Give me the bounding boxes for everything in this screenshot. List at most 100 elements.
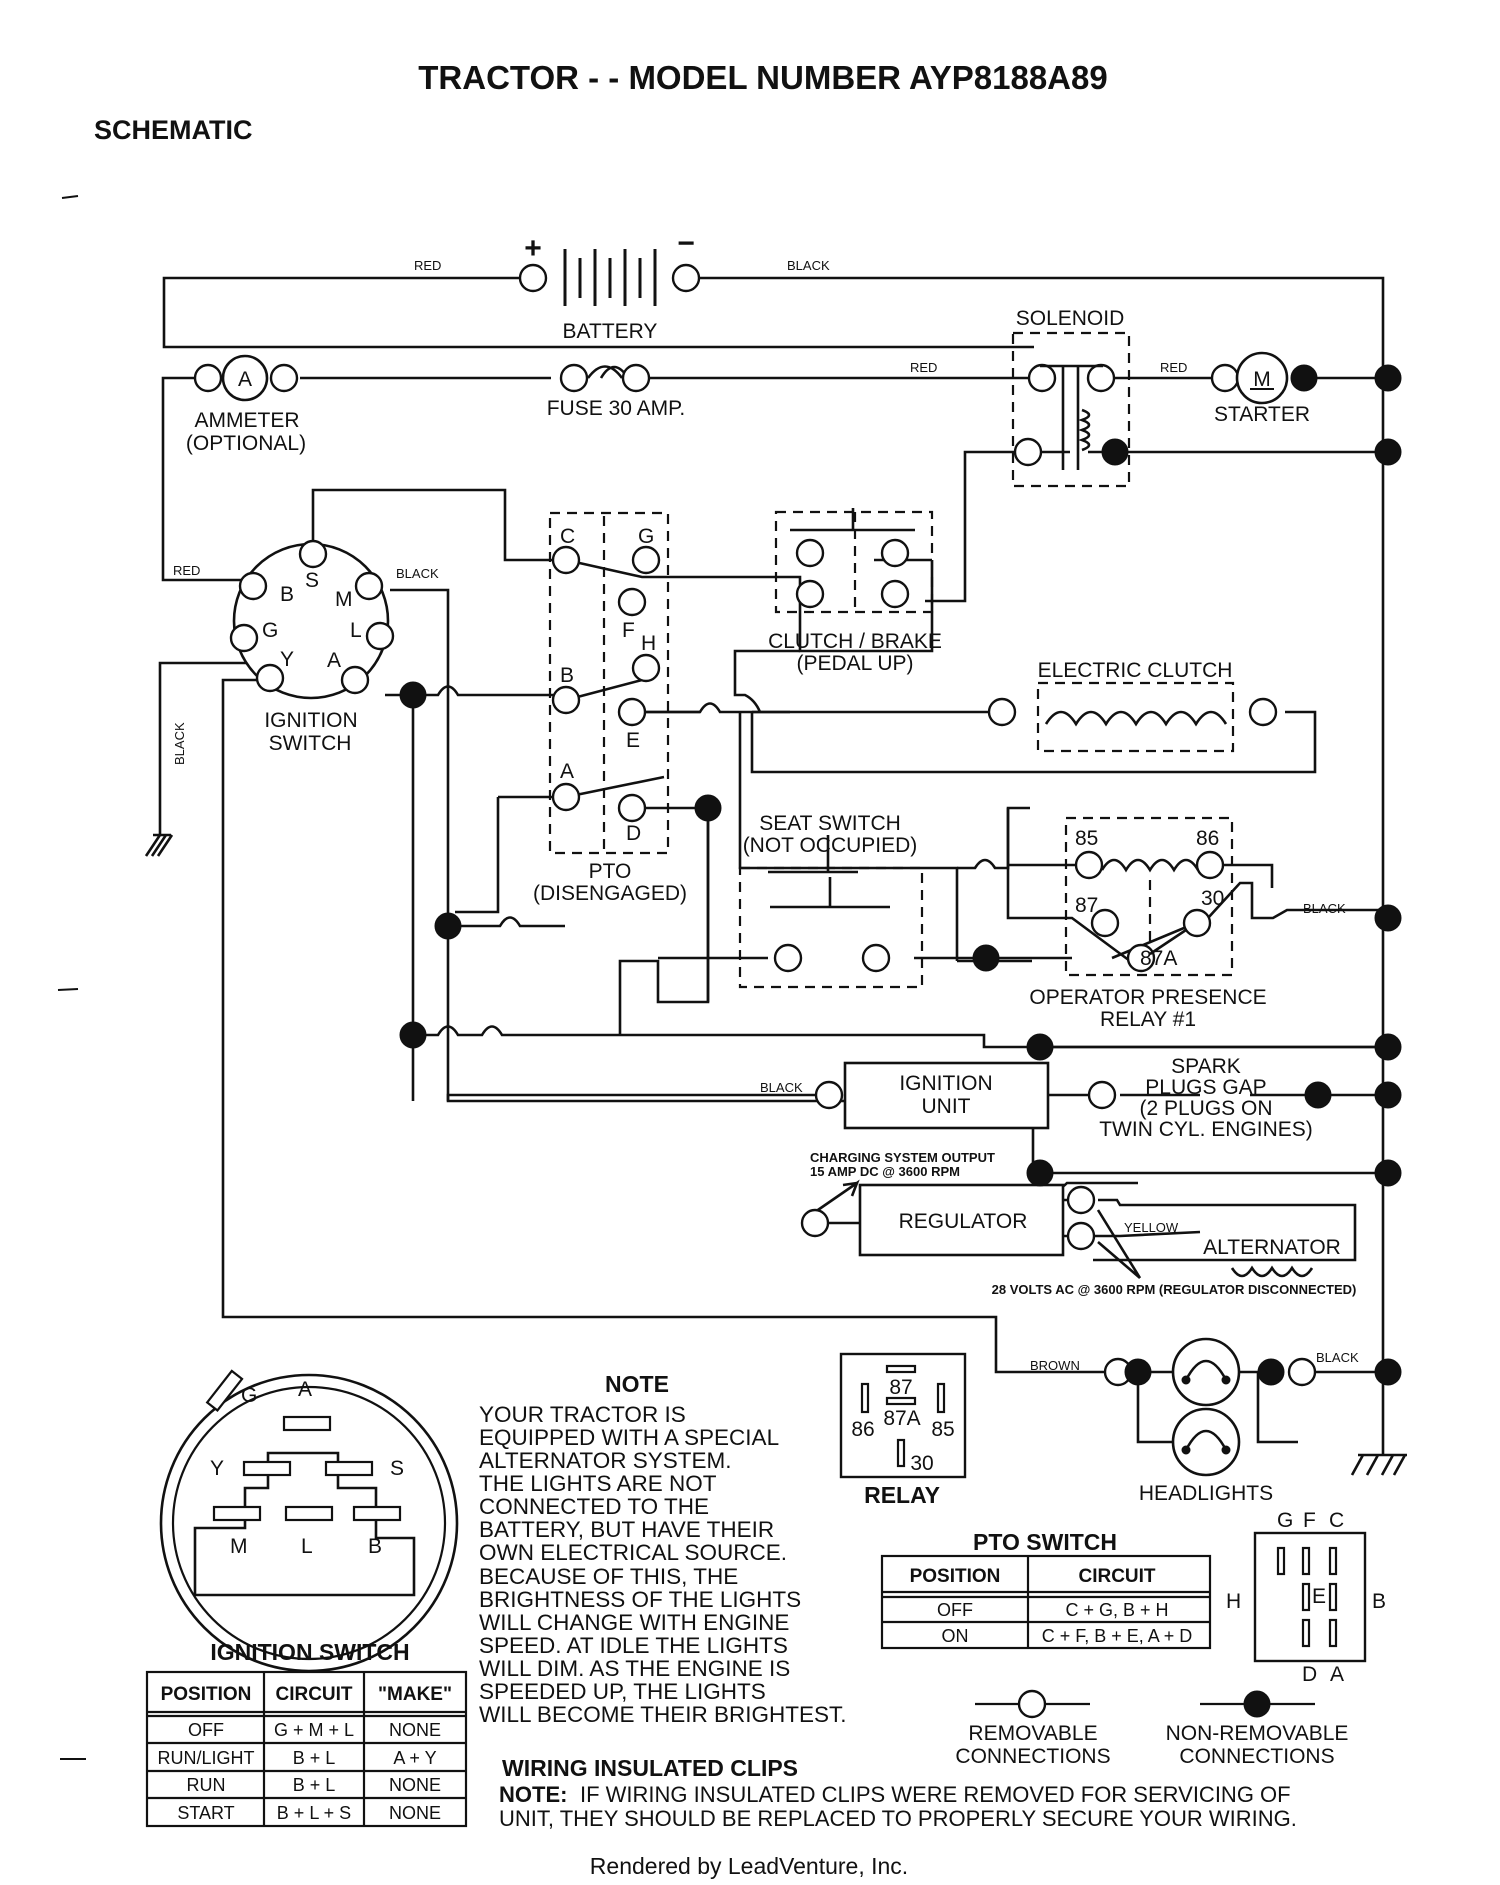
face-g: G: [241, 1384, 257, 1407]
clutch-brake-switch: CLUTCH / BRAKE (PEDAL UP): [768, 508, 942, 675]
ignition-switch-label-2: SWITCH: [269, 732, 352, 755]
charging-output: CHARGING SYSTEM OUTPUT: [810, 1150, 995, 1165]
pinout-85: 85: [931, 1418, 954, 1441]
note-line: YOUR TRACTOR IS: [479, 1402, 686, 1427]
clutch-brake-label-2: (PEDAL UP): [796, 652, 913, 675]
ign-term-a: A: [327, 649, 341, 672]
non-removable-nodes: [399, 364, 1402, 1386]
clutch-brake-label: CLUTCH / BRAKE: [768, 630, 942, 653]
table-cell: C + F, B + E, A + D: [1042, 1626, 1193, 1646]
note-line: OWN ELECTRICAL SOURCE.: [479, 1540, 787, 1565]
pto-label-2: (DISENGAGED): [533, 882, 687, 905]
starter-symbol: M: [1253, 368, 1271, 391]
pinout-87: 87: [889, 1376, 912, 1399]
regulator-label: REGULATOR: [899, 1210, 1028, 1233]
legend-removable: REMOVABLE: [968, 1722, 1097, 1745]
pto-switch-title: PTO SWITCH: [973, 1529, 1117, 1555]
battery: + − BATTERY: [518, 227, 701, 343]
ignition-unit: IGNITION UNIT: [814, 1061, 1117, 1130]
pinout-87a: 87A: [883, 1407, 920, 1430]
ign-term-l: L: [350, 619, 362, 642]
relay-87: 87: [1075, 894, 1098, 917]
battery-plus: +: [524, 232, 542, 265]
ign-th-position: POSITION: [161, 1684, 252, 1705]
pto-face-c: C: [1329, 1509, 1344, 1532]
wire-black-6: BLACK: [1316, 1350, 1359, 1365]
pto-term-c: C: [560, 525, 575, 548]
note-line: BRIGHTNESS OF THE LIGHTS: [479, 1587, 801, 1612]
ammeter-label: AMMETER: [195, 409, 300, 432]
clips-note: WIRING INSULATED CLIPS NOTE: IF WIRING I…: [499, 1755, 1297, 1831]
pto-term-d: D: [626, 822, 641, 845]
wire-red-4: RED: [173, 563, 200, 578]
spark-label-2: PLUGS GAP: [1145, 1076, 1266, 1099]
note-line: EQUIPPED WITH A SPECIAL: [479, 1425, 779, 1450]
pto-term-g: G: [638, 525, 654, 548]
wire-red-3: RED: [1160, 360, 1187, 375]
ammeter-optional: (OPTIONAL): [186, 432, 306, 455]
pto-switch: C G F H B E A D PTO (DISENGAGED): [533, 525, 687, 905]
ignition-switch-title: IGNITION SWITCH: [210, 1639, 409, 1665]
pto-term-e: E: [626, 729, 640, 752]
wire-red-1: RED: [414, 258, 441, 273]
table-cell: B + L: [293, 1775, 336, 1795]
wire-labels: RED BLACK RED RED RED BLACK BLACK BLACK …: [172, 258, 1359, 1373]
pto-face-g: G: [1277, 1509, 1293, 1532]
wire-yellow: YELLOW: [1124, 1220, 1179, 1235]
pto-face-d: D: [1302, 1663, 1317, 1686]
spark-label: SPARK: [1171, 1055, 1241, 1078]
battery-label: BATTERY: [563, 320, 658, 343]
pinout-86: 86: [851, 1418, 874, 1441]
face-s: S: [390, 1457, 404, 1480]
ign-term-b: B: [280, 583, 294, 606]
battery-minus: −: [677, 227, 695, 260]
ign-term-m: M: [335, 588, 353, 611]
face-l: L: [301, 1535, 313, 1558]
clips-line-1: IF WIRING INSULATED CLIPS WERE REMOVED F…: [580, 1782, 1291, 1807]
charging-output-2: 15 AMP DC @ 3600 RPM: [810, 1164, 960, 1179]
note-heading: NOTE: [605, 1371, 669, 1397]
pto-face-h: H: [1226, 1590, 1241, 1613]
page-title: TRACTOR - - MODEL NUMBER AYP8188A89: [418, 59, 1107, 96]
pto-face-b: B: [1372, 1590, 1386, 1613]
note: NOTE YOUR TRACTOR IS EQUIPPED WITH A SPE…: [479, 1371, 847, 1727]
relay-title: RELAY: [864, 1482, 940, 1508]
face-m: M: [230, 1535, 248, 1558]
clips-heading: WIRING INSULATED CLIPS: [502, 1755, 798, 1781]
wire-red-2: RED: [910, 360, 937, 375]
relay-86: 86: [1196, 827, 1219, 850]
solenoid: SOLENOID: [1013, 307, 1129, 470]
table-cell: C + G, B + H: [1065, 1600, 1168, 1620]
table-row: RUN/LIGHT: [157, 1748, 254, 1768]
note-line: CONNECTED TO THE: [479, 1494, 709, 1519]
electric-clutch-label: ELECTRIC CLUTCH: [1038, 659, 1233, 682]
wire-black-1: BLACK: [787, 258, 830, 273]
pto-switch-face: G F C H E B D A: [1226, 1509, 1386, 1686]
face-y: Y: [210, 1457, 224, 1480]
legend-non-removable: NON-REMOVABLE: [1166, 1722, 1349, 1745]
seat-switch-label-2: (NOT OCCUPIED): [743, 834, 918, 857]
solenoid-label: SOLENOID: [1016, 307, 1125, 330]
pto-th-position: POSITION: [910, 1566, 1001, 1587]
ignition-table: POSITION CIRCUIT "MAKE" OFF G + M + L NO…: [145, 1670, 468, 1828]
starter-label: STARTER: [1214, 403, 1310, 426]
legend-non-removable-2: CONNECTIONS: [1179, 1745, 1334, 1768]
ign-term-y: Y: [280, 648, 294, 671]
table-row: ON: [942, 1626, 969, 1646]
headlights-label: HEADLIGHTS: [1139, 1482, 1273, 1505]
pto-term-b: B: [560, 664, 574, 687]
pto-label: PTO: [589, 860, 632, 883]
note-line: THE LIGHTS ARE NOT: [479, 1471, 717, 1496]
relay-label: OPERATOR PRESENCE: [1029, 986, 1266, 1009]
note-line: BECAUSE OF THIS, THE: [479, 1564, 738, 1589]
pto-table: PTO SWITCH POSITION CIRCUIT OFF C + G, B…: [880, 1529, 1212, 1650]
footer: Rendered by LeadVenture, Inc.: [590, 1853, 908, 1879]
note-line: BATTERY, BUT HAVE THEIR: [479, 1517, 774, 1542]
scan-marks: [57, 195, 86, 1760]
table-row: START: [177, 1803, 234, 1823]
ign-term-s: S: [305, 569, 319, 592]
note-line: SPEED. AT IDLE THE LIGHTS: [479, 1633, 788, 1658]
note-line: WILL DIM. AS THE ENGINE IS: [479, 1656, 790, 1681]
table-cell: NONE: [389, 1775, 441, 1795]
pto-term-f: F: [622, 619, 635, 642]
